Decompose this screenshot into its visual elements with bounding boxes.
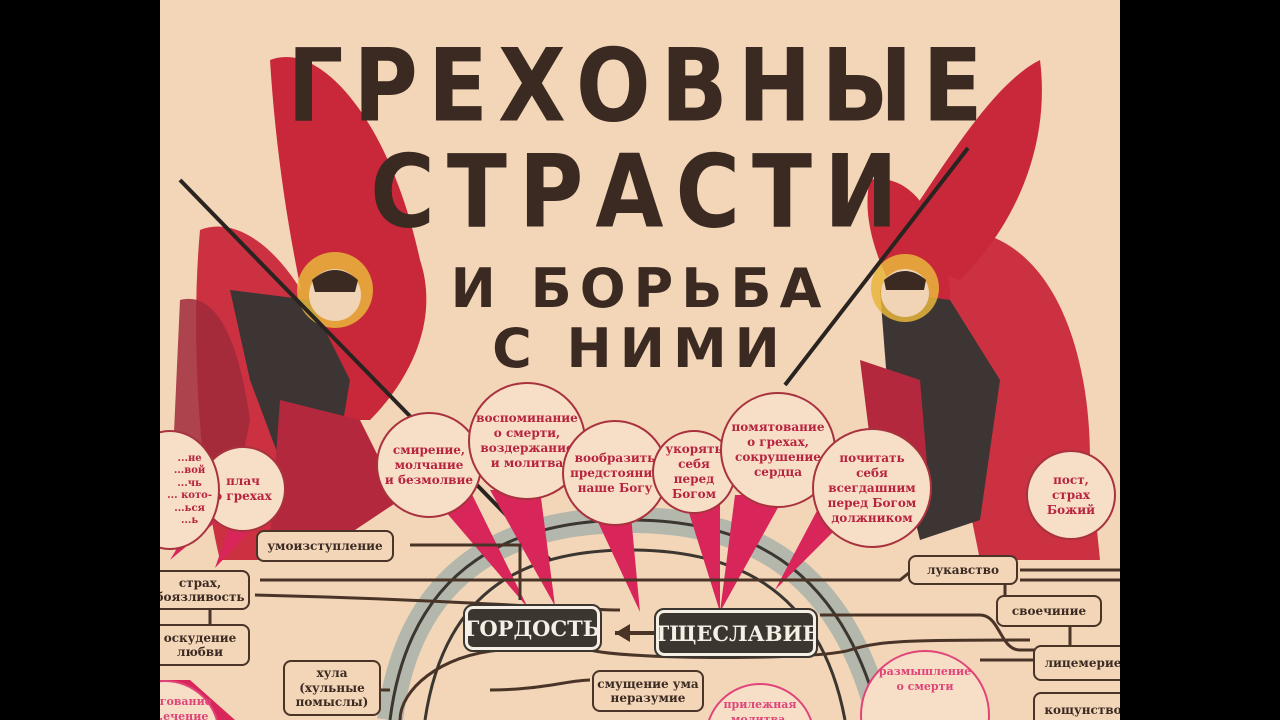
- virtue-consider-self-debtor: почитать себя всегдашним перед Богом дол…: [812, 428, 932, 548]
- passion-vainglory-box: ТЩЕСЛАВИЕ: [654, 608, 818, 658]
- passion-blasphemy: хула (хульные помыслы): [283, 660, 381, 716]
- passion-lack-of-love: оскудение любви: [160, 624, 250, 666]
- virtue-humility: смирение, молчание и безмолвие: [376, 412, 482, 518]
- virtue-fasting-fear-of-god: пост, страх Божий: [1026, 450, 1116, 540]
- passion-sacrilege: кощунство: [1033, 692, 1120, 720]
- passion-confusion-of-mind: смущение ума неразумие: [592, 670, 704, 712]
- virtue-imagine-standing-before-god: вообразить предстояние наше Богу: [562, 420, 668, 526]
- title-line-4: С НИМИ: [492, 317, 788, 380]
- left-angel-wing-icon: [270, 56, 427, 421]
- passion-pride-box: ГОРДОСТЬ: [463, 604, 602, 652]
- passion-hypocrisy: лицемерие: [1033, 645, 1120, 681]
- passion-self-will: своечиние: [996, 595, 1102, 627]
- passion-cunning: лукавство: [908, 555, 1018, 585]
- title-line-1: ГРЕХОВНЫЕ: [287, 26, 993, 145]
- title-line-2: СТРАСТИ: [370, 132, 910, 251]
- passion-fear-cowardice: страх, боязливость: [160, 570, 250, 610]
- passion-frenzy: умоизступление: [256, 530, 394, 562]
- title-line-3: И БОРЬБА: [450, 257, 830, 320]
- poster: ГРЕХОВНЫЕ СТРАСТИ И БОРЬБА С НИМИ смирен…: [160, 0, 1120, 720]
